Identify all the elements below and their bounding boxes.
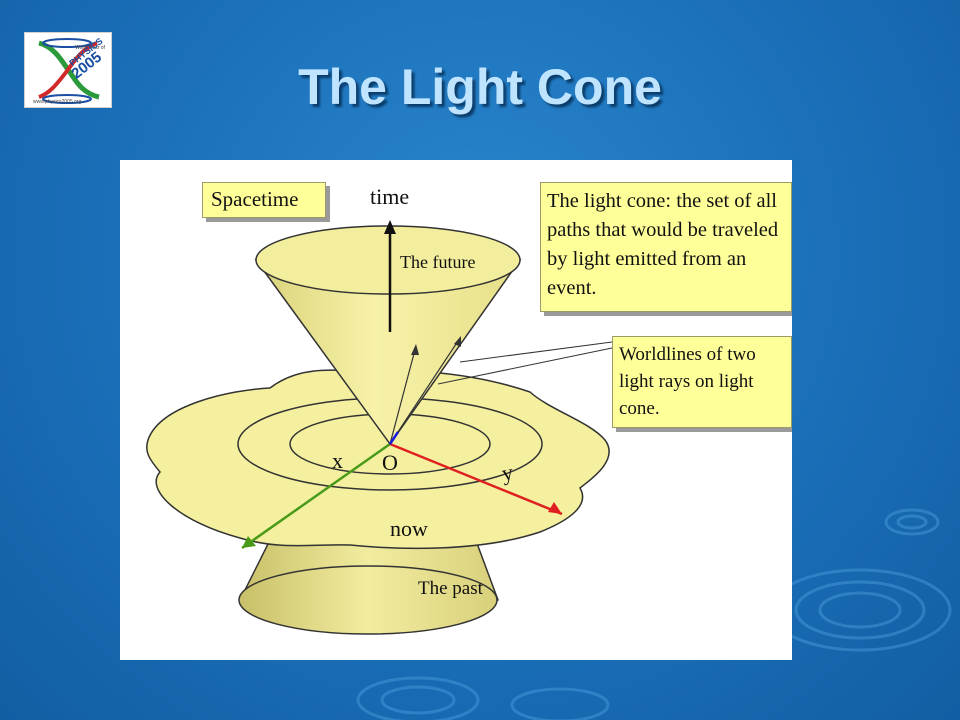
- logo-text-url: www.physics2005.org: [33, 99, 82, 105]
- time-axis-label: time: [370, 184, 410, 209]
- worldlines-callout-text: Worldlines of two light rays on light co…: [619, 344, 756, 419]
- spacetime-label: Spacetime: [211, 187, 299, 211]
- hourglass-icon: [38, 38, 100, 104]
- origin-label: O: [382, 450, 398, 475]
- x-axis-label: x: [332, 448, 343, 473]
- worldlines-callout: Worldlines of two light rays on light co…: [612, 336, 792, 428]
- diagram-drawing: [146, 220, 613, 635]
- slide-title: The Light Cone: [298, 59, 662, 115]
- light-cone-diagram: Spacetime time The future O x y now The …: [120, 160, 792, 660]
- light-cone-callout: The light cone: the set of all paths tha…: [540, 182, 792, 312]
- now-label: now: [390, 516, 428, 541]
- spacetime-plane: [146, 369, 610, 550]
- future-label: The future: [400, 252, 476, 272]
- logo-text-top: World Year of: [75, 45, 105, 51]
- world-year-of-physics-logo: World Year of PHYSICS 2005 www.physics20…: [24, 32, 112, 108]
- past-label: The past: [418, 578, 483, 599]
- light-cone-callout-text: The light cone: the set of all paths tha…: [547, 190, 779, 299]
- spacetime-label-box: Spacetime: [202, 182, 326, 218]
